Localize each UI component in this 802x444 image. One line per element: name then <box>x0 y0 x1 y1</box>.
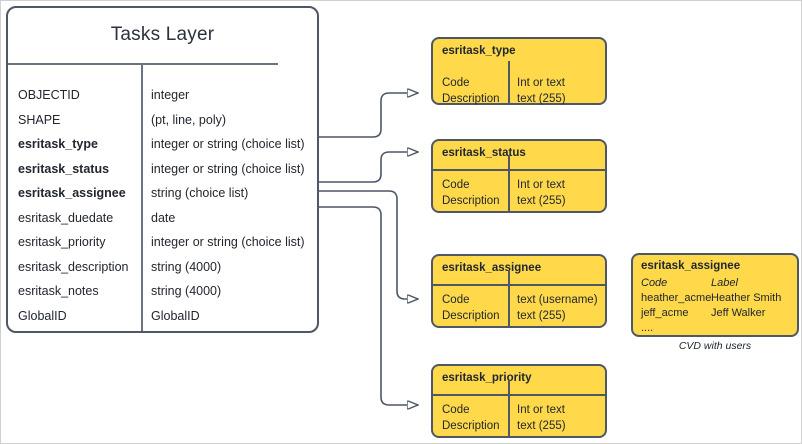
entity-field-name: esritask_priority <box>18 235 106 249</box>
entity-field-type: (pt, line, poly) <box>151 112 227 127</box>
entity-column-divider <box>141 63 143 331</box>
cvd-cell: jeff_acme <box>641 307 689 319</box>
domain-title: esritask_status <box>442 147 526 159</box>
entity-field-row: esritask_priority integer or string (choi… <box>8 235 317 260</box>
domain-title: esritask_priority <box>442 372 532 384</box>
entity-field-row: esritask_assignee string (choice list) <box>8 186 317 211</box>
cvd-code-column: Code heather_acme jeff_acme.... <box>641 276 711 336</box>
cvd-title: esritask_assignee <box>641 260 741 272</box>
entity-field-name: esritask_description <box>18 259 129 274</box>
entity-field-row: esritask_description string (4000) <box>8 260 317 285</box>
entity-field-type: string (choice list) <box>151 186 249 200</box>
domain-title: esritask_type <box>442 45 516 57</box>
entity-field-name: esritask_status <box>18 161 110 176</box>
entity-field-row: esritask_type integer or string (choice l… <box>8 137 317 162</box>
entity-field-row: OBJECTID integer <box>8 88 317 113</box>
entity-field-name: SHAPE <box>18 112 61 127</box>
domain-column-divider <box>508 270 510 326</box>
entity-field-type: string (4000) <box>151 259 222 274</box>
entity-field-row: SHAPE (pt, line, poly) <box>8 113 317 138</box>
domain-column-divider <box>508 155 510 211</box>
entity-field-name: esritask_duedate <box>18 210 114 225</box>
cvd-column-header: Code <box>641 277 668 289</box>
connector-type <box>319 93 418 138</box>
entity-field-name: OBJECTID <box>18 88 80 102</box>
entity-title-divider <box>8 63 278 65</box>
entity-field-type: integer or string (choice list) <box>151 235 305 249</box>
connector-priority <box>319 206 418 405</box>
entity-field-row: esritask_notes string (4000) <box>8 284 317 309</box>
entity-field-name: esritask_notes <box>18 284 99 298</box>
entity-field-type: integer or string (choice list) <box>151 161 305 176</box>
domain-column-divider <box>508 380 510 436</box>
entity-field-type: date <box>151 210 176 225</box>
entity-field-name: esritask_type <box>18 137 98 151</box>
entity-field-row: GlobalID GlobalID <box>8 309 317 334</box>
cvd-cell: .... <box>641 322 654 334</box>
domain-title: esritask_assignee <box>442 262 542 274</box>
domain-title-divider <box>433 284 605 286</box>
entity-field-type: GlobalID <box>151 308 200 323</box>
cvd-caption: CVD with users <box>678 340 752 352</box>
cvd-sample-box[interactable]: esritask_assignee Code heather_acme jeff_a… <box>631 253 799 337</box>
cvd-column-header: Label <box>711 277 738 289</box>
connector-assignee <box>319 190 418 299</box>
domain-title-divider <box>433 394 605 396</box>
domain-column-divider <box>508 61 510 103</box>
domain-title-divider <box>433 169 605 171</box>
entity-field-name: GlobalID <box>18 308 67 323</box>
entity-title: Tasks Layer <box>110 24 215 45</box>
connector-status <box>319 152 418 183</box>
cvd-cell: Heather Smith <box>711 292 782 304</box>
entity-field-type: string (4000) <box>151 284 222 298</box>
entity-field-type: integer <box>151 88 190 102</box>
entity-field-type: integer or string (choice list) <box>151 137 305 151</box>
domain-code-types: text (username)text (255) <box>517 294 598 322</box>
entity-field-row: esritask_duedate date <box>8 211 317 236</box>
entity-field-name: esritask_assignee <box>18 186 126 200</box>
cvd-cell: Jeff Walker <box>711 307 766 319</box>
entity-field-row: esritask_status integer or string (choice… <box>8 162 317 187</box>
cvd-cell: heather_acme <box>641 292 712 304</box>
